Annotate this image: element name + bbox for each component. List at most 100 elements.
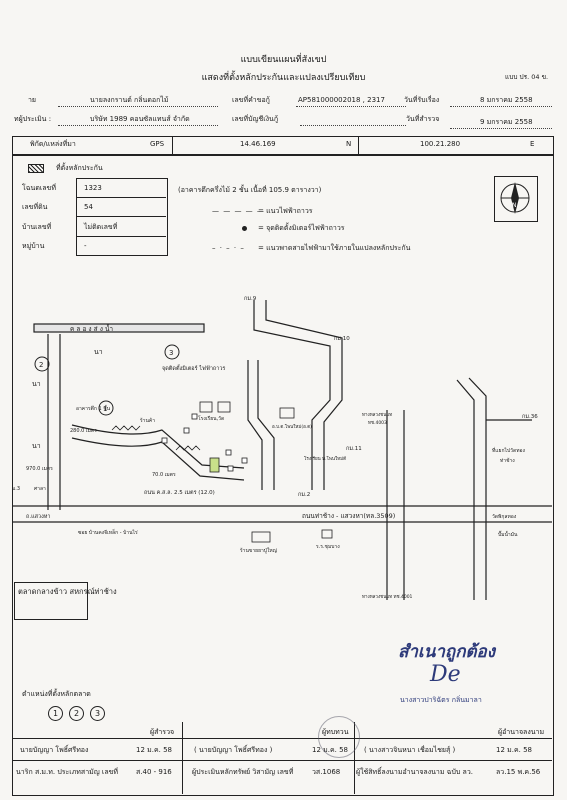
marker-2: 2: [69, 706, 84, 721]
stamp-name: นางสาวปาริฉัตร กลิ่นมาลา: [400, 696, 482, 704]
house-label: บ้านเลขที่: [22, 223, 52, 231]
approver-date: 12 ม.ค. 58: [496, 746, 533, 754]
rice-field-label: นา: [32, 380, 41, 388]
divider: [76, 236, 166, 237]
legend-pole-line: = แนวไฟฟ้าถาวร: [258, 207, 313, 215]
collateral-plot: [209, 457, 220, 473]
ref-label: เลขที่คำขอกู้: [232, 96, 270, 104]
east-mark: E: [530, 140, 535, 148]
divider: [76, 197, 166, 198]
divider: [172, 136, 173, 154]
underline: [450, 106, 552, 107]
distance-label: 70.0 เมตร: [152, 472, 176, 478]
temp-line-symbol: – · – · –: [212, 244, 245, 252]
divider: [354, 722, 355, 794]
sala-label: ศาลา: [34, 486, 46, 492]
position-1-marker: 1: [103, 405, 107, 413]
title-line-1: แบบเขียนแผนที่สังเขป: [240, 55, 327, 65]
marker-1: 1: [48, 706, 63, 721]
gps-source: GPS: [150, 140, 165, 148]
applicant-name: นายลงกรานต์ กลิ่นดอกไม้: [90, 96, 169, 104]
km-label: กม.11: [346, 446, 362, 452]
receive-date-label: วันที่รับเรื่อง: [404, 96, 440, 104]
moo-value: -: [84, 242, 87, 250]
marker-3: 3: [90, 706, 105, 721]
road-label: ถ.แสวงหา: [26, 513, 50, 520]
underline: [58, 106, 218, 107]
divider: [76, 216, 166, 217]
temple-label: โรงเรียน,วัด: [198, 415, 224, 422]
land-no-label: โฉนดเลขที่: [22, 184, 56, 192]
reviewer-title: ผู้ประเมินหลักทรัพย์ วิสามัญ เลขที่: [192, 768, 294, 776]
reviewer-no: วส.1068: [312, 768, 341, 776]
reviewer-name: ( นายบัญญา โพธิ์ศรีทอง ): [194, 746, 273, 754]
house-label: อาคารตึก 1 ชั้น: [76, 403, 111, 412]
position-label: ตำแหน่งที่ตั้งหลักตลาด: [22, 690, 91, 698]
school-label: ร.ร.ชุมบาง: [316, 544, 340, 550]
km-label: กม.36: [522, 414, 538, 420]
shop-label: ร้านค้า: [140, 417, 156, 424]
north-mark: N: [346, 140, 352, 148]
applicant-label: าย: [28, 96, 37, 104]
underline: [58, 125, 218, 126]
appraiser-label: ทผู้ประเมิน :: [14, 115, 52, 123]
certified-copy-stamp: สำเนาถูกต้อง: [398, 642, 496, 662]
loan-account-label: เลขที่บัญชีเงินกู้: [232, 115, 279, 123]
plot-label: เลขที่ดิน: [22, 203, 48, 211]
meter-dot-icon: [242, 226, 247, 231]
map-frame: [12, 154, 554, 796]
building-desc: (อาคารตึกครึ่งไม้ 2 ชั้น เนื้อที่ 105.9 …: [178, 186, 322, 194]
highway-label: ทางหลวงชนบท ทช.4001: [362, 594, 413, 600]
approver-no: ลว.15 พ.ค.56: [496, 768, 541, 776]
road-label: ถนน ค.ส.ล. 2.5 เมตร (12.0): [144, 489, 215, 496]
approver-label: ผู้อำนาจลงนาม: [498, 728, 545, 736]
title-line-2: แสดงที่ตั้งหลักประกันและแปลงเปรียบเทียบ: [201, 73, 366, 83]
surveyor-name: นายบัญญา โพธิ์ศรีทอง: [20, 746, 89, 754]
appraiser-name: บริษัท 1989 คอนซัลแทนส์ จำกัด: [90, 115, 190, 123]
junction-label: ที่แยกไปวัดทอง: [492, 447, 526, 454]
north-arrow-icon: N: [500, 182, 530, 214]
surveyor-no: ส.40 - 916: [136, 768, 172, 776]
position-1-marker: 2: [39, 361, 43, 369]
company-seal: [318, 716, 360, 758]
main-road-label: ถนนท่าช้าง - แสวงหา(ทล.3509): [302, 512, 395, 520]
legend-collateral: ที่ตั้งหลักประกัน: [56, 164, 103, 172]
underline: [450, 128, 552, 129]
location-map: ค ล อ ง ส่ ง น้ำ นา นา นา 2 3 1 อาคารตึก…: [12, 296, 552, 600]
office-label: อ.บ.ต.โพนใหม่(อ.ต): [272, 423, 312, 430]
survey-date-label: วันที่สำรวจ: [406, 115, 440, 123]
divider: [358, 136, 359, 154]
form-number: แบบ ปร. 04 ข.: [505, 73, 549, 81]
pump-label: ปั๊มน้ำมัน: [498, 529, 518, 538]
hatch-swatch: [28, 164, 44, 173]
km-label: กม.9: [244, 296, 257, 302]
highway-no: ทช.4003: [368, 420, 387, 426]
ref-value: AP581000002018 , 2317: [298, 96, 385, 104]
house-no: ไม่ติดเลขที่: [84, 223, 118, 231]
soi-label: ซอย บ้านคงจีเหล็ก - บ้านไร่: [78, 528, 138, 536]
school-label: โรงเรียน ท.โพนใหม่ดี: [304, 455, 346, 462]
signature-mark: De: [430, 662, 461, 687]
divider: [12, 738, 552, 739]
latitude: 14.46.169: [240, 140, 276, 148]
surveyor-title: นาริก ส.ม.ท. ประเภทสามัญ เลขที่: [16, 768, 119, 776]
km-label: กม.10: [334, 336, 350, 342]
meter-point-label: จุดติดตั้งมิเตอร์ ไฟฟ้าถาวร: [162, 364, 225, 372]
legend-temp-line: = แนวพาดสายไฟฟ้ามาใช้ภายในแปลงหลักประกัน: [258, 244, 411, 252]
surveyor-label: ผู้สำรวจ: [150, 728, 175, 736]
highway-label: ทางหลวงชนบท: [362, 412, 392, 418]
approver-name: ( นางสาวจินหนา เชื่อมไชยสุ์ ): [364, 746, 456, 754]
receive-date: 8 มกราคม 2558: [480, 96, 533, 104]
survey-date: 9 มกราคม 2558: [480, 118, 533, 126]
longitude: 100.21.280: [420, 140, 461, 148]
gps-row: [12, 136, 554, 156]
svg-text:N: N: [512, 202, 517, 209]
legend-meter: = จุดติดตั้งมิเตอร์ไฟฟ้าถาวร: [258, 224, 345, 232]
canal-label: ค ล อ ง ส่ ง น้ำ: [70, 324, 113, 333]
km-label: กม.2: [298, 492, 310, 498]
coord-label: พิกัด/แหล่งที่มา: [30, 140, 76, 148]
pole-line-symbol: — — — — —: [212, 207, 265, 215]
approver-title: ผู้ใช้สิทธิ์ลงนามอำนาจลงนาม ฉบับ ลว.: [356, 768, 474, 776]
compass-box: [494, 176, 538, 222]
temple-label: วัดพิกุลทอง: [492, 513, 517, 520]
